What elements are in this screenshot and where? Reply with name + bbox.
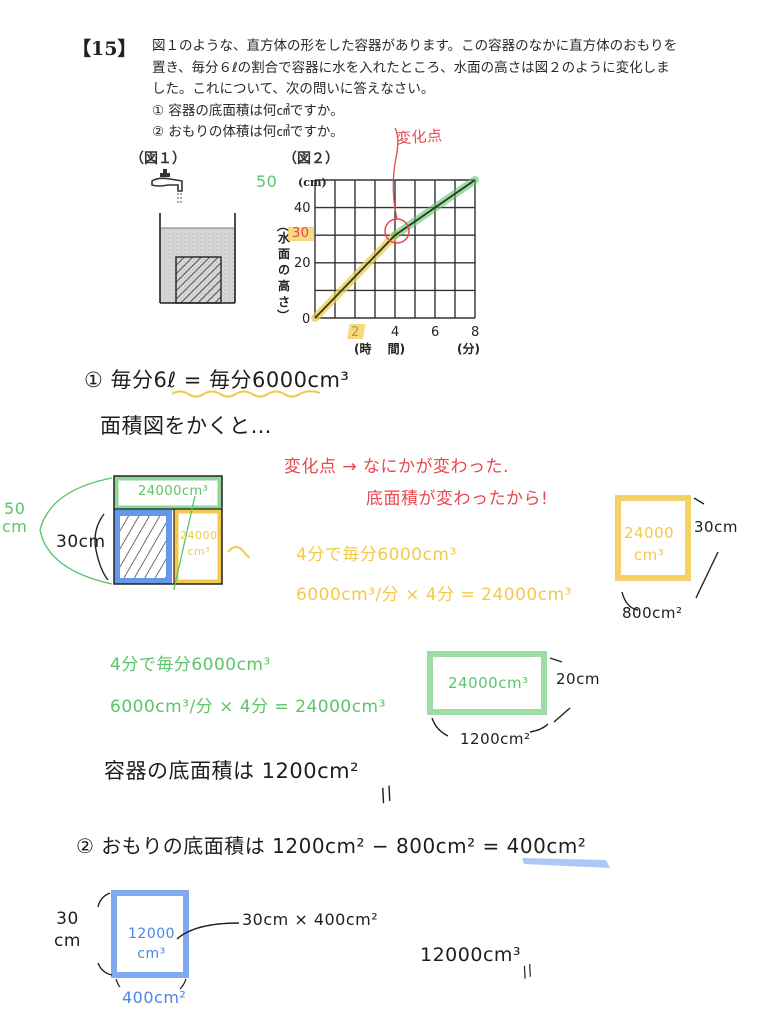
svg-text:(cm): (cm) [298,176,327,189]
label-50cm: 50 cm [2,500,27,536]
area-diagram [39,475,250,590]
yellow-box-value-2: cm³ [633,546,665,564]
problem-line: 図１のような、直方体の形をした容器があります。この容器のなかに直方体のおもりを [152,38,678,54]
problem-text: 図１のような、直方体の形をした容器があります。この容器のなかに直方体のおもりを … [152,36,712,144]
svg-text:︵ 水 面 の 高: ︵ 水 面 の 高 さ ︶ [276,219,294,323]
answer-2: 12000cm³ [420,944,522,966]
blue-box-height-1: 30 [56,909,79,929]
yellow-calc-2: 6000cm³/分 × 4分 = 24000cm³ [296,585,572,605]
problem-line: 置き、毎分６ℓの割合で容器に水を入れたところ、水面の高さは図２のように変化しま [152,59,670,76]
pointer-line [176,922,240,940]
fig1-container-illustration [151,169,236,304]
weight-block [175,256,222,304]
green-calc-1: 4分で毎分6000cm³ [110,655,271,675]
label-cm: cm [2,517,28,536]
step1-line1: ① 毎分6ℓ = 毎分6000cm³ [84,368,350,392]
label-50: 50 [4,499,26,518]
blue-box-height: 30 cm [54,908,81,952]
svg-text:8: 8 [471,325,479,340]
change-point-label: 変化点 [395,126,444,148]
right-box-value: 24000 cm³ [180,528,218,560]
svg-text:6: 6 [431,325,439,340]
label-30cm: 30cm [56,532,106,552]
question-2: ② おもりの体積は何㎤ですか。 [152,124,344,140]
question-1: ① 容器の底面積は何㎠ですか。 [152,102,344,119]
answer-2-mark: // [519,960,536,982]
yellow-box-value: 24000 cm³ [624,522,674,566]
right-box-value-1: 24000 [180,529,218,542]
annotation-50: 50 [256,172,278,191]
yellow-box-height: 30cm [694,518,738,536]
yellow-volume-box [615,495,719,611]
blue-highlight-underline [522,858,610,868]
svg-text:40: 40 [294,201,311,216]
fig2-label: （図２） [283,151,339,167]
green-volume-box [427,651,571,737]
faucet-icon [151,169,183,203]
yellow-box-value-1: 24000 [624,524,675,542]
green-box-base: 1200cm² [460,730,531,748]
svg-text:20: 20 [294,256,311,271]
red-note-1: 変化点 → なにかが変わった. [284,457,509,477]
top-box-value: 24000cm³ [138,484,209,499]
annotation-30: 30 [292,226,310,241]
answer-1: 容器の底面積は 1200cm² [104,759,360,783]
svg-text:(分): (分) [457,341,480,356]
blue-box-height-2: cm [54,931,81,951]
green-box-height: 20cm [556,670,600,688]
green-box-value: 24000cm³ [448,674,529,692]
fig1-label: （図１） [130,151,186,167]
yellow-box-base: 800cm² [622,604,683,622]
step2-line: ② おもりの底面積は 1200cm² − 800cm² = 400cm² [76,834,587,858]
red-note-2: 底面積が変わったから! [366,489,549,509]
problem-number: 【15】 [72,38,137,60]
blue-box-value-2: cm³ [137,946,166,962]
calc-2: 30cm × 400cm² [242,910,379,929]
svg-text:0: 0 [302,312,310,327]
answer-1-mark: // [376,782,397,807]
step1-line2: 面積図をかくと… [100,414,272,438]
svg-text:(時 間): (時 間) [354,341,405,356]
blue-box-value-1: 12000 [128,926,176,942]
yellow-wavy-underline [171,390,321,398]
yellow-calc-1: 4分で毎分6000cm³ [296,545,457,565]
blue-box-base: 400cm² [122,988,187,1007]
fig2-line-chart: (cm) 40 20 0 2 4 6 8 (時 間) (分) ︵ 水 面 の 高… [276,127,480,356]
green-calc-2: 6000cm³/分 × 4分 = 24000cm³ [110,697,386,717]
blue-box-value: 12000 cm³ [128,924,175,964]
problem-line: した。これについて、次の問いに答えなさい。 [152,81,435,97]
svg-text:4: 4 [391,325,399,340]
blue-volume-box [97,890,189,990]
water-level-line [314,179,476,319]
right-box-value-2: cm³ [187,545,211,558]
